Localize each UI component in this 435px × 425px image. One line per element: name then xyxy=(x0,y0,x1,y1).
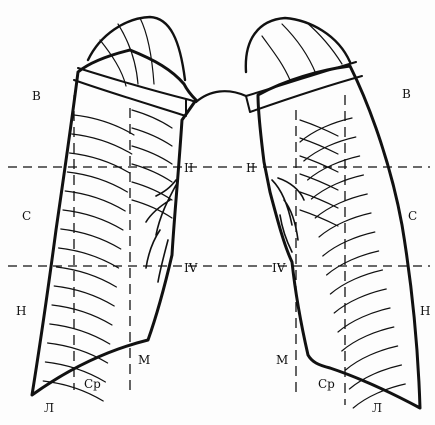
left-lung-outline xyxy=(32,50,196,395)
left-hatch-stroke-23 xyxy=(132,182,172,200)
left-hatch-stroke-16 xyxy=(48,343,108,363)
right-hatch-stroke-19 xyxy=(300,120,338,136)
left-hatch-stroke-5 xyxy=(72,134,132,154)
left-hatch-stroke-14 xyxy=(52,305,112,325)
right-label-line-med: М xyxy=(276,354,288,366)
right-hatch-stroke-21 xyxy=(300,156,338,172)
left-hatch-stroke-10 xyxy=(61,229,121,249)
right-hatch-stroke-14 xyxy=(338,308,390,332)
right-hatch-stroke-13 xyxy=(334,289,386,313)
left-label-rib-4: IV xyxy=(184,262,197,274)
left-lung-hatching xyxy=(43,18,172,401)
left-label-rib-2: II xyxy=(184,162,193,174)
right-hatch-stroke-6 xyxy=(308,156,360,180)
left-hatch-stroke-4 xyxy=(74,115,134,135)
right-lung-apex xyxy=(246,18,350,72)
left-label-line-med: М xyxy=(138,354,150,366)
left-hatch-stroke-3 xyxy=(140,18,154,84)
left-hatch-stroke-7 xyxy=(67,172,127,192)
right-hatch-stroke-12 xyxy=(330,270,382,294)
right-hatch-stroke-16 xyxy=(346,346,398,370)
left-label-middle: С xyxy=(22,210,31,222)
right-hatch-stroke-23 xyxy=(300,192,338,208)
right-label-line-mid: Ср xyxy=(318,378,335,390)
right-label-middle: С xyxy=(408,210,417,222)
right-hatch-stroke-15 xyxy=(342,327,394,351)
right-hatch-stroke-11 xyxy=(327,251,379,275)
right-label-rib-2: II xyxy=(246,162,255,174)
left-hatch-stroke-21 xyxy=(132,146,172,164)
left-hatch-stroke-15 xyxy=(50,324,110,344)
right-hatch-stroke-1 xyxy=(262,36,290,80)
left-hatch-stroke-9 xyxy=(63,210,123,230)
right-hatch-stroke-22 xyxy=(300,174,338,190)
left-hatch-stroke-20 xyxy=(132,128,172,146)
right-hatch-stroke-20 xyxy=(300,138,338,154)
left-label-line-mid: Ср xyxy=(84,378,101,390)
right-hatch-stroke-24 xyxy=(300,210,338,226)
right-hatch-stroke-2 xyxy=(282,24,316,74)
left-hatch-stroke-2 xyxy=(118,24,138,84)
right-hatch-stroke-8 xyxy=(315,194,367,218)
right-lung-hatching xyxy=(262,22,405,408)
left-hilum xyxy=(146,180,176,282)
right-label-bottom: Л xyxy=(372,402,382,414)
right-label-lower: Н xyxy=(420,305,430,317)
left-hatch-stroke-12 xyxy=(56,267,116,287)
right-hatch-stroke-5 xyxy=(304,137,356,161)
right-label-rib-4: IV xyxy=(272,262,285,274)
right-hatch-stroke-10 xyxy=(323,232,375,256)
left-clavicle xyxy=(74,68,196,116)
right-label-upper: В xyxy=(402,88,411,100)
left-hatch-stroke-11 xyxy=(59,248,119,268)
left-hatch-stroke-13 xyxy=(54,286,114,306)
left-label-lower: Н xyxy=(16,305,26,317)
right-hatch-stroke-7 xyxy=(311,175,363,199)
left-label-upper: В xyxy=(32,90,41,102)
left-label-bottom: Л xyxy=(44,402,54,414)
left-hatch-stroke-6 xyxy=(70,153,130,173)
left-hatch-stroke-19 xyxy=(132,110,172,128)
trachea-arch xyxy=(196,91,246,102)
